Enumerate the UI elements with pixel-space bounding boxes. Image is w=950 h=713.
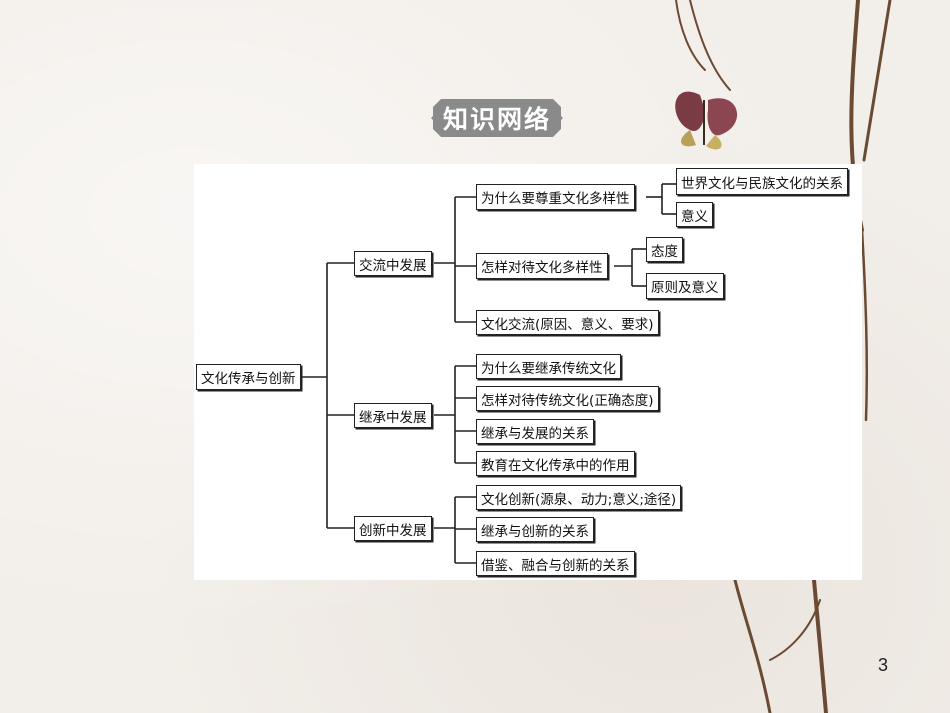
- connector-lines: [302, 183, 676, 564]
- badge-shape: [431, 99, 563, 137]
- leaf-node: 态度: [646, 237, 683, 262]
- leaf-node: 为什么要继承传统文化: [476, 354, 621, 379]
- page-number: 3: [878, 655, 889, 675]
- branch-node-inherit: 继承中发展: [354, 403, 432, 428]
- leaf-node: 文化创新(源泉、动力;意义;途径): [476, 485, 682, 510]
- leaf-node: 文化交流(原因、意义、要求): [476, 310, 659, 335]
- leaf-node: 为什么要尊重文化多样性: [476, 184, 635, 210]
- section-title-badge: 知识网络: [431, 97, 563, 139]
- branch-node-exchange: 交流中发展: [354, 251, 432, 276]
- leaf-node: 怎样对待文化多样性: [476, 253, 608, 279]
- butterfly-icon: [675, 91, 738, 150]
- leaf-node: 借鉴、融合与创新的关系: [476, 551, 635, 576]
- root-node: 文化传承与创新: [196, 364, 301, 390]
- leaf-node: 教育在文化传承中的作用: [476, 451, 635, 476]
- section-title: 知识网络: [442, 105, 551, 134]
- branch-node-innovate: 创新中发展: [354, 516, 432, 541]
- leaf-node: 世界文化与民族文化的关系: [676, 168, 848, 195]
- leaf-node: 继承与发展的关系: [476, 419, 594, 444]
- knowledge-map: 文化传承与创新 交流中发展 继承中发展 创新中发展 为什么要尊重文化多样性 怎样…: [194, 164, 862, 580]
- leaf-node: 原则及意义: [646, 273, 724, 299]
- leaf-node: 怎样对待传统文化(正确态度): [476, 386, 659, 411]
- leaf-node: 继承与创新的关系: [476, 517, 594, 542]
- leaf-node: 意义: [676, 202, 713, 227]
